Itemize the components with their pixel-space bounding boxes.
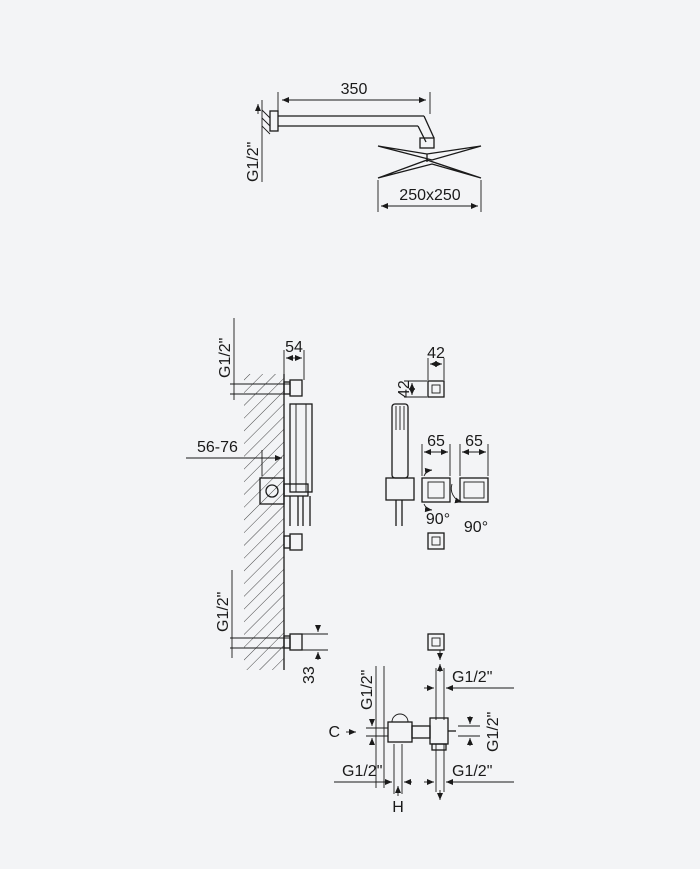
upper-outlet-side	[230, 379, 303, 397]
valve-c-dimension: C	[328, 719, 388, 745]
hand-shower-front	[385, 403, 415, 526]
arm-length-label: 350	[341, 81, 368, 98]
outlet-square-top	[427, 380, 445, 398]
outlet-42-h-dimension: 42	[427, 345, 445, 380]
shower-arm	[278, 115, 435, 149]
thread-top-dimension: G1/2"	[245, 104, 262, 182]
width-54-label: 54	[285, 339, 303, 356]
plate-b-dimension: 65	[459, 433, 489, 476]
valve-h-dimension: H	[392, 786, 404, 816]
thread-left-upper-label: G1/2"	[217, 338, 234, 378]
height-33-dimension: 33	[301, 625, 328, 684]
shower-head	[377, 145, 482, 179]
angle-b-label: 90°	[464, 519, 488, 536]
valve-g-bottom-left-dimension: G1/2"	[334, 763, 412, 785]
thread-top-label: G1/2"	[245, 142, 262, 182]
valve-h-label: H	[392, 799, 404, 816]
outlet-42-v-dimension: 42	[396, 380, 427, 398]
front-view: 42 42	[385, 345, 489, 651]
mixer-plate-right	[450, 477, 489, 504]
mixer-plate-left	[421, 467, 451, 513]
valve-g-top-right-dimension: G1/2"	[424, 669, 514, 691]
valve-detail: G1/2" G1/2" C G1/2"	[328, 650, 514, 816]
wall-hatch	[244, 374, 284, 670]
depth-label: 56-76	[197, 439, 238, 456]
valve-g-bottom-left-label: G1/2"	[342, 763, 382, 780]
wall-flange-top	[261, 100, 279, 182]
thread-left-lower-label: G1/2"	[215, 592, 232, 632]
middle-outlet-side	[283, 533, 303, 551]
outlet-square-middle	[427, 532, 445, 550]
head-size-dimension: 250x250	[377, 180, 482, 212]
valve-g-bottom-right-label: G1/2"	[452, 763, 492, 780]
valve-g-right-label: G1/2"	[485, 712, 502, 752]
lower-outlet-side	[230, 633, 303, 651]
valve-g-right-dimension: G1/2"	[458, 712, 502, 752]
outlet-square-bottom	[427, 633, 445, 651]
height-33-label: 33	[301, 666, 318, 684]
outlet-size-v-label: 42	[396, 380, 413, 398]
hand-shower-holder-side	[259, 403, 313, 526]
valve-c-label: C	[328, 724, 340, 741]
outlet-size-label: 42	[427, 345, 445, 362]
angle-a-label: 90°	[426, 511, 450, 528]
thread-left-lower-dimension: G1/2"	[215, 570, 233, 658]
thread-left-upper-dimension: G1/2"	[217, 318, 235, 400]
head-size-label: 250x250	[399, 187, 460, 204]
valve-g-top-right-label: G1/2"	[452, 669, 492, 686]
shower-arm-view: 350 250x250 G1/2"	[245, 81, 482, 212]
valve-g-top-left-label: G1/2"	[359, 670, 376, 710]
width-54-dimension: 54	[283, 339, 305, 380]
plate-a-label: 65	[427, 433, 445, 450]
depth-dimension: 56-76	[186, 439, 282, 476]
plate-a-dimension: 65	[421, 433, 451, 476]
valve-g-bottom-right-dimension: G1/2"	[424, 763, 514, 785]
plate-b-label: 65	[465, 433, 483, 450]
valve-body	[387, 713, 456, 751]
side-view: 54 G1/2" 56-76 G1/2" 33	[186, 318, 328, 684]
arm-length-dimension: 350	[277, 81, 431, 114]
